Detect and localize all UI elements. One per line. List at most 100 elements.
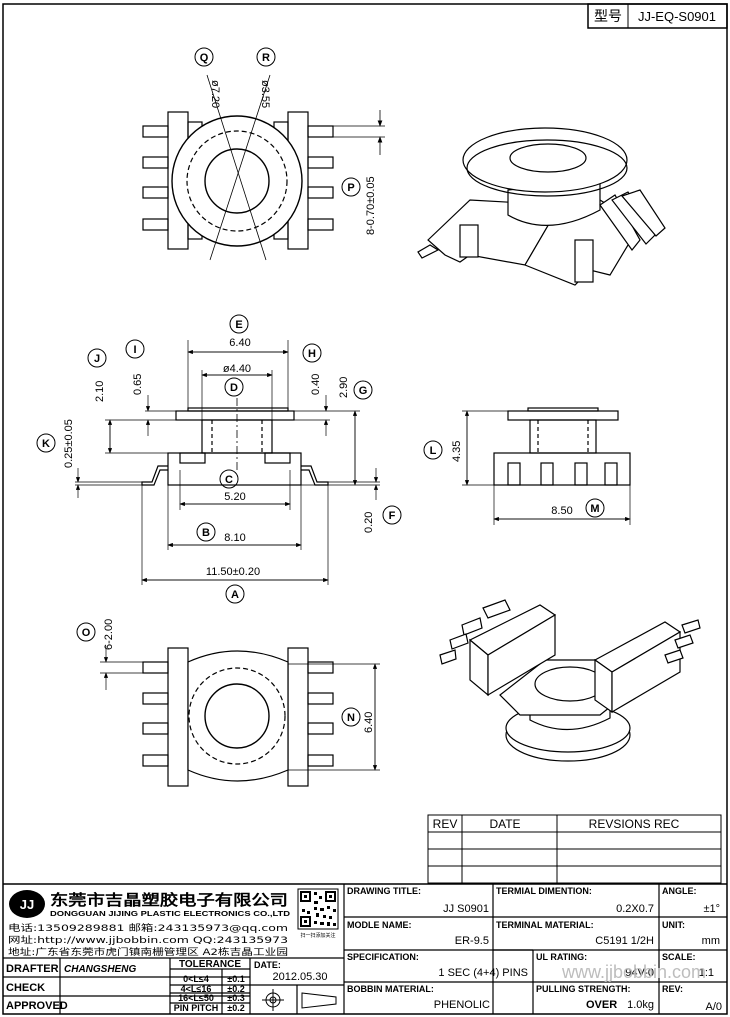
pulling-strength-over: OVER [586,999,617,1011]
specification-label: SPECIFICATION: [347,952,419,962]
bottom-view-labels: O 6-2.00 N 6.40 [76,619,375,733]
terminal-dim-label: TERMIAL DIMENTION: [496,886,592,896]
contact-line-2: 网址:http://www.jjbobbin.com QQ:243135973 [8,934,288,946]
tol-value-3: ±0.3 [227,993,244,1003]
top-view [142,74,385,261]
model-name-value: ER-9.5 [455,935,489,947]
dim-P-value: 8-0.70±0.05 [365,176,377,235]
contact-line-1: 电话:13509289881 邮箱:243135973@qq.com [8,922,288,934]
scale-label: SCALE: [662,952,696,962]
rev-label: REV: [662,984,683,994]
check-label: CHECK [6,982,45,994]
side-view [462,407,631,525]
callout-I: I [133,344,136,356]
date-label: DATE: [254,960,281,970]
model-name-label: MODLE NAME: [347,920,412,930]
front-view-labels: E 6.40 ø4.40 D I 0.65 J 2.10 H 0.40 G 2.… [36,314,402,604]
drafter-name: CHANGSHENG [64,964,136,975]
iso-view-top [417,127,666,286]
logo-text: JJ [20,897,34,912]
callout-Q: Q [200,52,209,64]
tolerance-label: TOLERANCE [179,959,241,970]
ul-rating-value: 94V-0 [625,967,654,979]
iso-view-bottom [439,599,701,762]
callout-G: G [359,385,368,397]
dim-H-value: 0.40 [310,374,322,395]
dim-R-value: ø3.55 [259,80,271,108]
rev-header-rev: REV [433,817,458,831]
model-box: 型号 JJ-EQ-S0901 [587,3,728,29]
dim-C-value: 5.20 [224,491,245,503]
dim-M-value: 8.50 [551,505,572,517]
model-box-label: 型号 [594,8,622,24]
drawing-title-value: JJ S0901 [443,903,489,915]
rev-header-date: DATE [489,817,520,831]
callout-L: L [430,445,437,457]
terminal-dim-value: 0.2X0.7 [616,903,654,915]
callout-B: B [202,527,210,539]
callout-E: E [235,319,242,331]
tol-range-4: PIN PITCH [174,1003,219,1013]
company-logo: JJ [9,890,45,918]
rev-value: A/0 [705,1001,722,1013]
approved-label: APPROVED [6,1000,68,1012]
tol-value-4: ±0.2 [227,1003,244,1013]
tol-value-1: ±0.1 [227,974,244,984]
angle-label: ANGLE: [662,886,697,896]
company-name-cn: 东莞市吉晶塑胶电子有限公司 [50,891,288,909]
dim-E-value: 6.40 [229,337,250,349]
revision-table [427,814,722,884]
watermark: www.jjbobbin.com [561,962,706,982]
callout-R: R [262,52,270,64]
dim-O-value: 6-2.00 [103,619,115,650]
projection-symbol [262,989,337,1011]
dim-K-value: 0.25±0.05 [63,419,75,468]
pulling-strength-label: PULLING STRENGTH: [536,984,631,994]
dim-A-value: 11.50±0.20 [206,566,260,578]
callout-P: P [347,182,354,194]
callout-M: M [590,503,599,515]
dim-J-value: 2.10 [94,381,106,402]
bottom-view [100,646,380,787]
callout-N: N [347,712,355,724]
sheet-border [2,3,728,1015]
ul-rating-label: UL RATING: [536,952,587,962]
side-view-labels: L 4.35 8.50 M [423,440,605,518]
bobbin-material-value: PHENOLIC [434,999,490,1011]
dim-N-value: 6.40 [363,712,375,733]
model-box-value: JJ-EQ-S0901 [638,9,716,24]
dim-D-value: ø4.40 [223,363,251,375]
callout-D: D [230,382,238,394]
dim-Q-value: ø7.20 [209,80,221,108]
callout-J: J [94,353,100,365]
unit-value: mm [702,935,720,947]
terminal-material-value: C5191 1/2H [595,935,654,947]
angle-value: ±1° [703,903,720,915]
callout-O: O [82,627,91,639]
qr-caption: 扫一扫添加关注 [300,932,335,939]
top-view-labels: Q R ø7.20 ø3.55 P 8-0.70±0.05 [194,47,377,235]
terminal-material-label: TERMINAL MATERIAL: [496,920,594,930]
date-value: 2012.05.30 [272,971,327,983]
drafter-label: DRAFTER [6,963,59,975]
tol-range-3: 16<L≤50 [178,993,214,1003]
dim-G-value: 2.90 [338,377,350,398]
front-view [75,340,380,585]
scale-value: 1:1 [699,967,714,979]
pulling-strength-value: 1.0kg [627,999,654,1011]
contact-line-3: 地址:广东省东莞市虎门镇南栅管理区 A2栋吉晶工业园 [8,946,288,958]
rev-header-record: REVSIONS REC [589,817,680,831]
bobbin-material-label: BOBBIN MATERIAL: [347,984,434,994]
company-name-en: DONGGUAN JIJING PLASTIC ELECTRONICS CO.,… [50,909,291,918]
callout-A: A [231,589,239,601]
unit-label: UNIT: [662,920,685,930]
dim-F-value: 0.20 [363,512,375,533]
tol-range-2: 4<L≤16 [181,984,212,994]
callout-H: H [308,348,316,360]
callout-K: K [42,438,50,450]
tol-value-2: ±0.2 [227,984,244,994]
title-block-grid [3,883,727,1014]
qr-code [297,888,339,930]
specification-value: 1 SEC (4+4) PINS [438,967,528,979]
